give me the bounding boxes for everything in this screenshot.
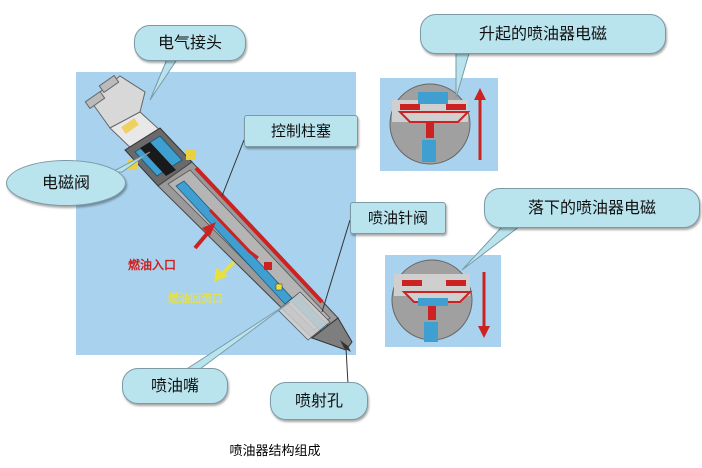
lowered-solenoid-detail [392, 260, 490, 342]
callout-solenoid-lowered: 落下的喷油器电磁 [484, 188, 700, 228]
figure-caption: 喷油器结构组成 [215, 440, 335, 459]
callout-nozzle: 喷油嘴 [122, 368, 228, 404]
callout-spray-hole: 喷射孔 [270, 382, 368, 420]
raised-solenoid-detail [390, 84, 486, 164]
fuel-inlet-label: 燃油入口 [128, 256, 176, 273]
callout-electric-connector: 电气接头 [134, 25, 246, 61]
fuel-return-label: 燃油回流口 [168, 290, 223, 306]
callout-needle-valve: 喷油针阀 [350, 202, 446, 234]
callout-solenoid-raised: 升起的喷油器电磁 [420, 14, 666, 54]
fuel-return-arrow [214, 262, 234, 282]
callout-control-plunger: 控制柱塞 [244, 115, 358, 147]
callout-solenoid-valve: 电磁阀 [6, 160, 126, 206]
